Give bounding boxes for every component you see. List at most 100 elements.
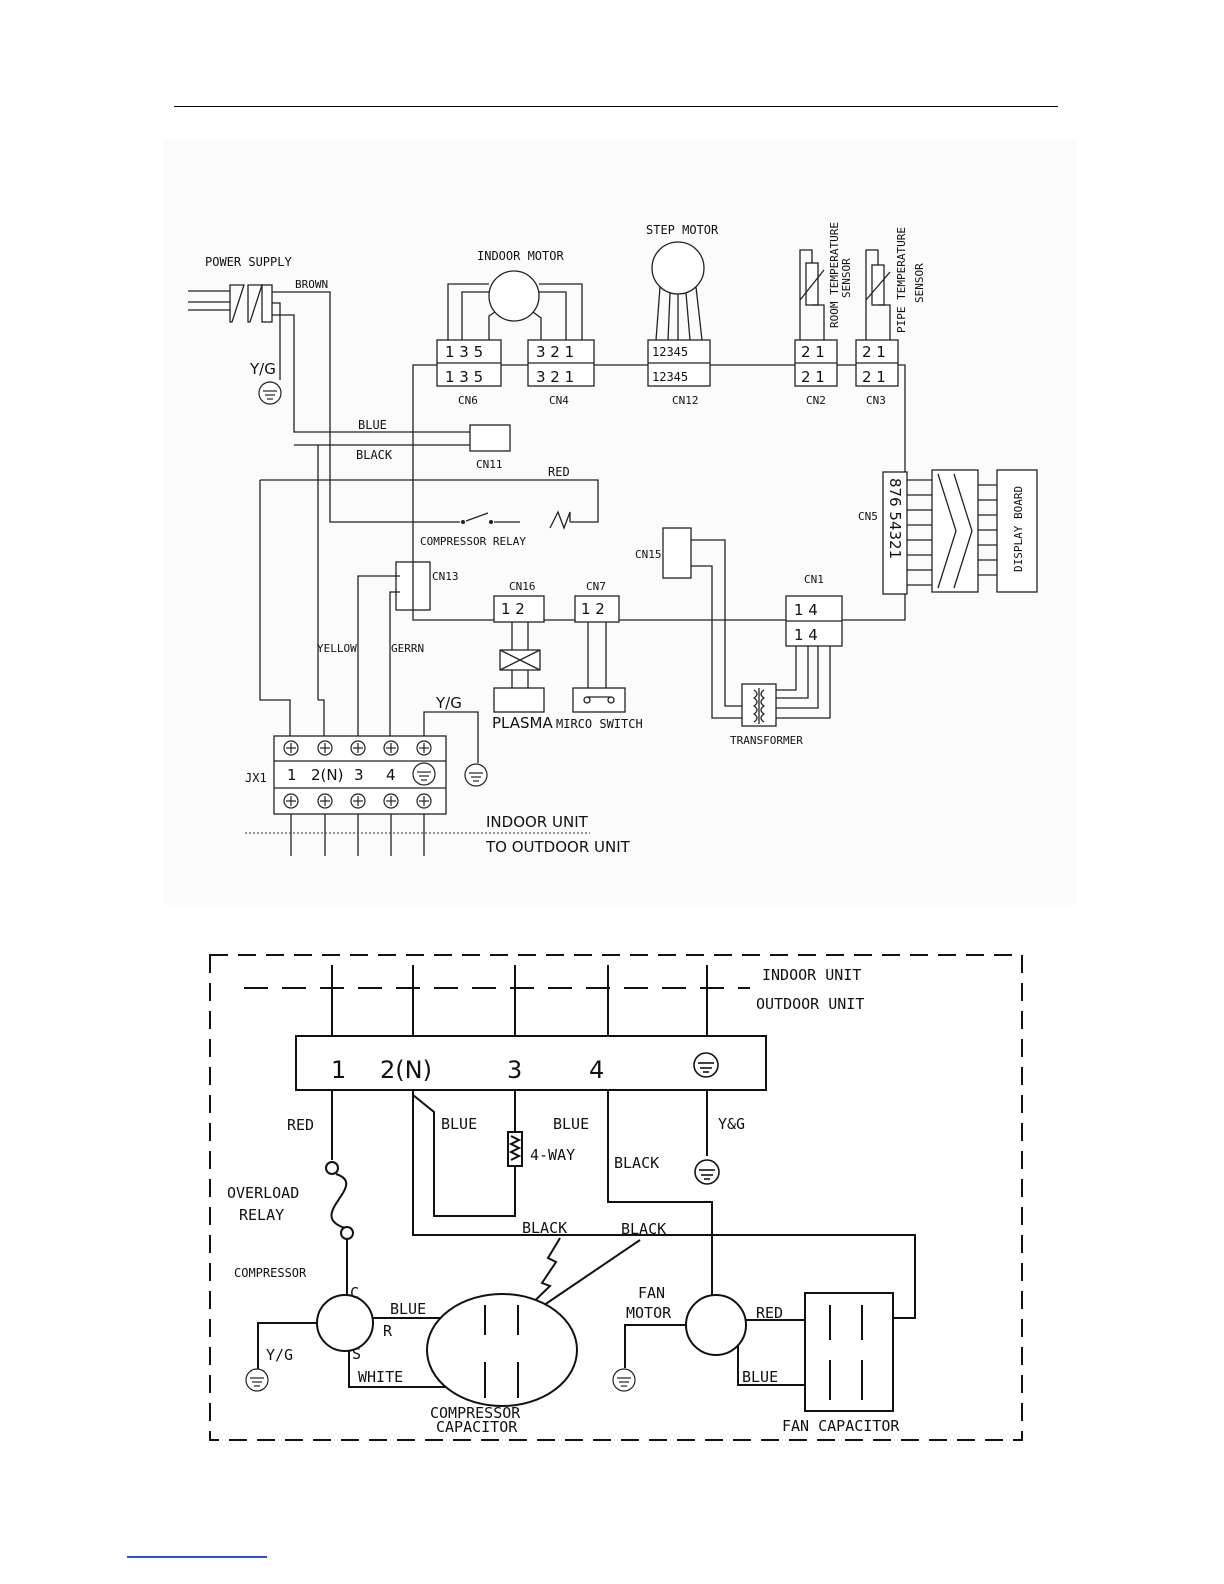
fan-capacitor-icon xyxy=(804,1292,894,1412)
compressor-r-terminal: R xyxy=(383,1322,393,1340)
cn7-pins: 1 2 xyxy=(581,600,605,618)
outdoor-unit-frame xyxy=(209,954,1023,1441)
cn15-connector xyxy=(662,527,692,579)
jx1-terminal-1: 1 xyxy=(287,766,297,784)
cn7-label: CN7 xyxy=(586,580,606,593)
room-temp-sensor-label-1: ROOM TEMPERATURE xyxy=(828,222,841,328)
green-wire-label: GERRN xyxy=(391,642,424,655)
cn12-pins-top: 12345 xyxy=(652,345,688,359)
black-wire-label-1: BLACK xyxy=(614,1154,659,1172)
yg-wire-label-3: Y/G xyxy=(266,1346,293,1364)
red-wire-label: RED xyxy=(548,465,570,479)
cn1-pins-bottom: 1 4 xyxy=(794,626,818,644)
outdoor-ground-icon xyxy=(694,1159,720,1185)
pipe-temp-sensor-label-1: PIPE TEMPERATURE xyxy=(895,227,908,333)
transformer-label: TRANSFORMER xyxy=(730,734,803,747)
jx1-label: JX1 xyxy=(245,771,267,785)
cn2-pins-top: 2 1 xyxy=(801,343,825,361)
outdoor-terminal-block xyxy=(295,1035,767,1091)
blue-wire-label-2: BLUE xyxy=(553,1115,589,1133)
display-board-label: DISPLAY BOARD xyxy=(1012,486,1025,572)
outdoor-terminal-1: 1 xyxy=(331,1056,346,1084)
cn4-pins-bottom: 3 2 1 xyxy=(536,368,574,386)
header-rule xyxy=(174,106,1058,107)
relay-coil-icon xyxy=(549,510,571,530)
jx1-terminal-4: 4 xyxy=(386,766,396,784)
outdoor-unit-label: OUTDOOR UNIT xyxy=(756,995,864,1013)
cn6-pins-bottom: 1 3 5 xyxy=(445,368,483,386)
compressor-c-terminal: C xyxy=(350,1284,359,1302)
fan-capacitor-label: FAN CAPACITOR xyxy=(782,1417,900,1435)
indoor-unit-label: INDOOR UNIT xyxy=(486,813,589,831)
jx1-terminal-2n: 2(N) xyxy=(311,766,343,784)
cn3-label: CN3 xyxy=(866,394,886,407)
to-outdoor-unit-label: TO OUTDOOR UNIT xyxy=(485,838,631,856)
pipe-temp-sensor-icon xyxy=(871,264,885,306)
outdoor-terminal-3: 3 xyxy=(507,1056,522,1084)
blue-wire-label: BLUE xyxy=(358,418,387,432)
room-temp-sensor-label-2: SENSOR xyxy=(840,258,853,298)
outdoor-wiring-diagram: INDOOR UNIT OUTDOOR UNIT 1 2(N) 3 4 RED … xyxy=(209,954,1023,1441)
cn12-label: CN12 xyxy=(672,394,699,407)
cn16-label: CN16 xyxy=(509,580,536,593)
cn4-label: CN4 xyxy=(549,394,569,407)
indoor-motor-icon xyxy=(488,270,540,322)
overload-relay-label-1: OVERLOAD xyxy=(227,1184,299,1202)
yg2-wire-label: Y/G xyxy=(435,694,462,712)
cn16-connector xyxy=(493,595,545,623)
black-wire-label-3: BLACK xyxy=(621,1220,666,1238)
overload-relay-icon xyxy=(330,1173,348,1229)
display-board xyxy=(996,469,1038,593)
jx1-ground-icon xyxy=(412,762,436,786)
fan-motor-ground-icon xyxy=(612,1368,636,1392)
cn12-pins-bottom: 12345 xyxy=(652,370,688,384)
cn1-label: CN1 xyxy=(804,573,824,586)
black-wire-label: BLACK xyxy=(356,448,393,462)
cn5-pins: 876 54321 xyxy=(886,478,904,559)
outdoor-terminal-4: 4 xyxy=(589,1056,604,1084)
compressor-s-terminal: S xyxy=(352,1345,361,1363)
cn4-pins-top: 3 2 1 xyxy=(536,343,574,361)
compressor-capacitor-label-1: COMPRESSOR xyxy=(430,1404,521,1422)
blue-wire-label-4: BLUE xyxy=(742,1368,778,1386)
cn11-connector xyxy=(469,424,511,452)
ground-icon xyxy=(258,381,282,405)
compressor-relay-label: COMPRESSOR RELAY xyxy=(420,535,526,548)
micro-switch-icon xyxy=(572,687,626,713)
power-supply-label: POWER SUPPLY xyxy=(205,255,292,269)
outdoor-terminal-2n: 2(N) xyxy=(380,1056,432,1084)
plasma-label: PLASMA xyxy=(492,714,553,732)
cn2-label: CN2 xyxy=(806,394,826,407)
cn1-pins-top: 1 4 xyxy=(794,601,818,619)
blue-wire-label-1: BLUE xyxy=(441,1115,477,1133)
cn6-pins-top: 1 3 5 xyxy=(445,343,483,361)
yellow-wire-label: YELLOW xyxy=(317,642,357,655)
cn5-harness xyxy=(907,469,997,593)
cn5-connector xyxy=(882,471,908,595)
plasma-module xyxy=(493,687,545,713)
compressor-capacitor-icon xyxy=(426,1293,578,1407)
terminal-ground-icon xyxy=(693,1052,719,1078)
footer-link-underline[interactable] xyxy=(127,1556,267,1558)
indoor-motor-label: INDOOR MOTOR xyxy=(477,249,564,263)
cn3-pins-top: 2 1 xyxy=(862,343,886,361)
step-motor-label: STEP MOTOR xyxy=(646,223,719,237)
cn7-connector xyxy=(574,595,620,623)
cn5-label: CN5 xyxy=(858,510,878,523)
compressor-label: COMPRESSOR xyxy=(234,1266,307,1280)
cn16-pins: 1 2 xyxy=(501,600,525,618)
cn2-pins-bottom: 2 1 xyxy=(801,368,825,386)
power-plug-icon xyxy=(188,284,273,323)
jx1-terminal-3: 3 xyxy=(354,766,364,784)
step-motor-icon xyxy=(651,241,705,295)
ground-icon-2 xyxy=(464,763,488,787)
fan-motor-label-2: MOTOR xyxy=(626,1304,672,1322)
fan-motor-label-1: FAN xyxy=(638,1284,665,1302)
cn15-label: CN15 xyxy=(635,548,662,561)
pipe-temp-sensor-label-2: SENSOR xyxy=(913,263,926,303)
compressor-capacitor-label-2: CAPACITOR xyxy=(436,1418,518,1436)
indoor-unit-label-2: INDOOR UNIT xyxy=(762,966,861,984)
yg-wire-label-2: Y&G xyxy=(718,1115,745,1133)
